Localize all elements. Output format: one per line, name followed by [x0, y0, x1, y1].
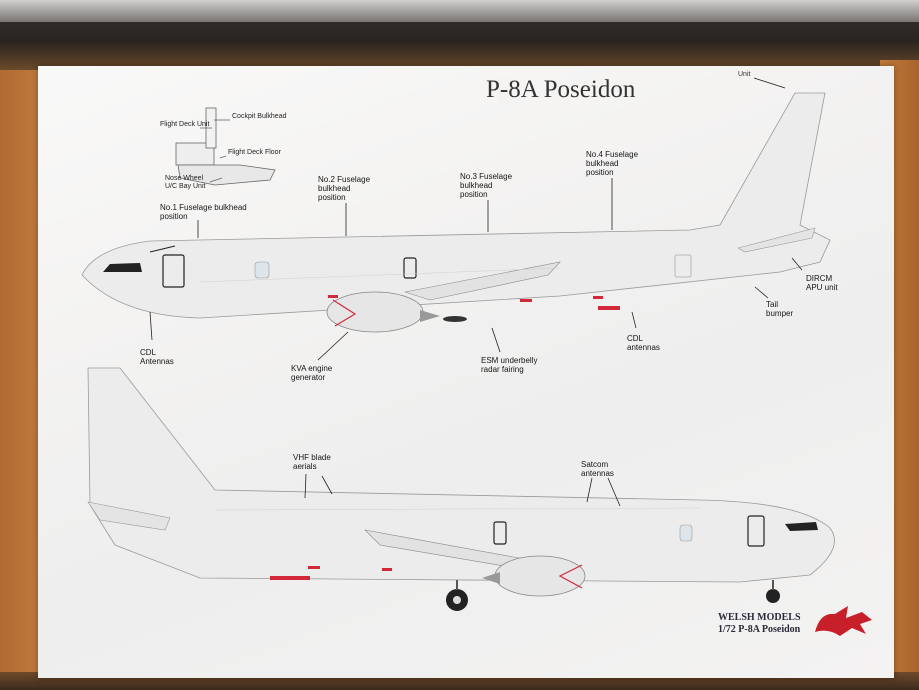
- esm-fairing-label: ESM underbelly radar fairing: [481, 356, 538, 374]
- cdl-antennas-rear-label: CDL antennas: [627, 334, 660, 352]
- flight-deck-floor-label: Flight Deck Floor: [228, 149, 281, 156]
- satcom-antennas-label: Satcom antennas: [581, 460, 614, 478]
- cockpit-bulkhead-label: Cockpit Bulkhead: [232, 113, 287, 120]
- cockpit-inset-diagram: [175, 107, 276, 186]
- bulkhead-3-label: No.3 Fuselage bulkhead position: [460, 172, 513, 199]
- bulkhead-1-label: No.1 Fuselage bulkhead position: [160, 203, 247, 221]
- vhf-aerials-label: VHF blade aerials: [293, 453, 331, 471]
- title-reflection: [498, 78, 512, 104]
- flight-deck-unit-label: Flight Deck Unit: [160, 121, 210, 128]
- background-top: [0, 0, 919, 70]
- bulkhead-4-label: No.4 Fuselage bulkhead position: [586, 150, 639, 177]
- table-surface-left: [0, 70, 40, 690]
- unit-label: Unit: [738, 71, 751, 78]
- cdl-antennas-front-label: CDL Antennas: [140, 348, 174, 366]
- dircm-apu-label: DIRCM APU unit: [806, 274, 838, 292]
- kva-generator-label: KVA engine generator: [291, 364, 333, 382]
- dragon-logo: [815, 606, 872, 636]
- sheet-title: P-8A Poseidon: [486, 76, 636, 103]
- model-name: 1/72 P-8A Poseidon: [718, 624, 801, 635]
- upper-aircraft-profile: [81, 92, 831, 333]
- tail-bumper-label: Tail bumper: [766, 300, 794, 318]
- leader-lines: [149, 77, 803, 507]
- nose-wheel-bay-label: Nose Wheel U/C Bay Unit: [165, 175, 206, 190]
- bulkhead-2-label: No.2 Fuselage bulkhead position: [318, 175, 371, 202]
- lower-aircraft-profile: [87, 367, 835, 611]
- manufacturer-name: WELSH MODELS: [718, 612, 801, 623]
